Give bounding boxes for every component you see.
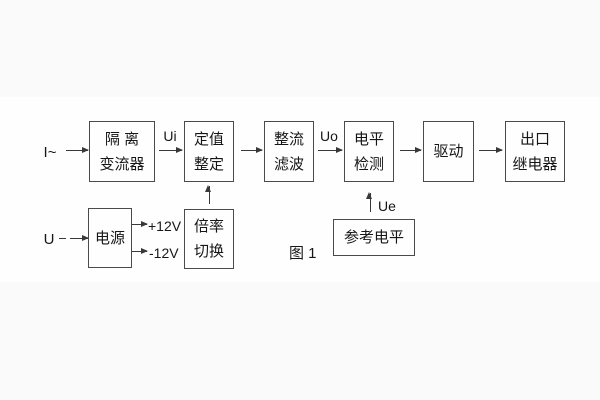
- block-isolation-transformer: 隔 离 变流器: [89, 121, 155, 182]
- supply-minus12v-label: -12V: [149, 245, 179, 261]
- arrow-current-to-isolator: [66, 146, 89, 153]
- block-output-relay: 出口 继电器: [505, 121, 565, 182]
- block-label-line: 滤波: [273, 155, 304, 173]
- input-current-label: I~: [43, 144, 57, 161]
- arrow-voltage-dash-segment: [59, 238, 66, 239]
- arrow-driver-to-relay: [479, 146, 503, 153]
- block-reference-level: 参考电平: [333, 219, 415, 256]
- block-label-line: 电源: [94, 229, 125, 247]
- arrow-voltage-to-power: [70, 234, 89, 241]
- block-label-line: 隔 离: [104, 130, 140, 148]
- block-label-line: 切换: [193, 243, 224, 260]
- block-label-line: 倍率: [193, 218, 224, 235]
- supply-plus12v-label: +12V: [148, 218, 182, 234]
- block-label-line: 整定: [193, 155, 224, 173]
- block-setting-adjustment: 定值 整定: [184, 121, 234, 182]
- block-label-line: 出口: [519, 130, 550, 148]
- block-label-line: 参考电平: [343, 229, 404, 246]
- block-label-line: 电平: [353, 130, 384, 148]
- block-label-line: 变流器: [99, 155, 145, 173]
- block-rectifier-filter: 整流 滤波: [264, 121, 314, 182]
- arrow-setting-to-rectifier: [241, 146, 263, 153]
- block-label-line: 检测: [353, 155, 384, 173]
- input-voltage-label: U: [43, 231, 55, 248]
- arrow-ratio-to-setting: [205, 185, 212, 204]
- figure-caption: 图 1: [289, 245, 317, 262]
- block-level-detector: 电平 检测: [344, 121, 394, 182]
- arrow-power-minus12v: [132, 247, 148, 254]
- block-driver: 驱动: [423, 121, 474, 182]
- block-label-line: 定值: [193, 130, 224, 148]
- signal-uo-label: Uo: [320, 128, 338, 144]
- arrow-reference-to-detector: [366, 192, 373, 212]
- arrow-power-plus12v: [132, 220, 148, 227]
- block-label-line: 驱动: [433, 143, 464, 160]
- block-ratio-switch: 倍率 切换: [184, 209, 234, 269]
- arrow-detector-to-driver: [400, 146, 422, 153]
- signal-ui-label: Ui: [163, 128, 177, 144]
- signal-ue-label: Ue: [378, 198, 396, 214]
- block-power-supply: 电源: [88, 208, 132, 268]
- arrow-rectifier-to-detector: [318, 146, 343, 153]
- arrow-isolator-to-setting: [159, 146, 183, 153]
- block-label-line: 继电器: [512, 155, 558, 173]
- block-label-line: 整流: [273, 130, 304, 148]
